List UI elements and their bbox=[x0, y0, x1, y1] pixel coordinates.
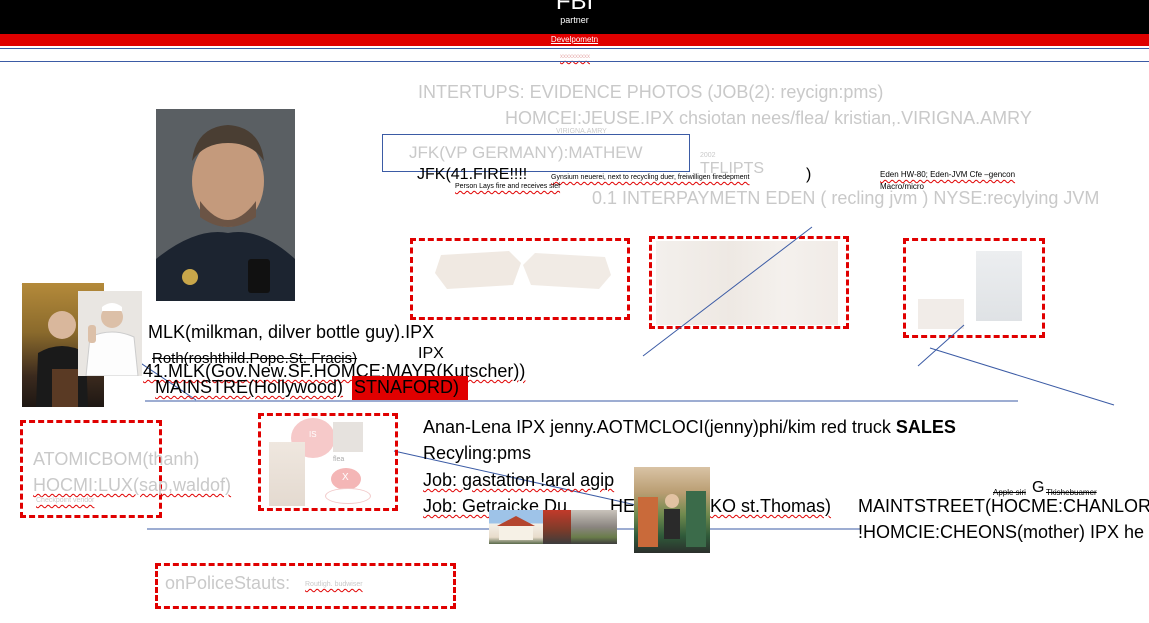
eden-note-1: Eden HW-80; Eden-JVM Cfe –gencon bbox=[880, 170, 1016, 179]
atomic-line-2-text: HOCMI:LUX(sap,waldof) bbox=[33, 475, 232, 495]
jfk-fire-text: JFK(41.FIRE!!!! bbox=[417, 166, 528, 183]
mainstreet-line: MAINTSTREET(HOCME:CHANLOR bbox=[858, 496, 1149, 516]
pope-photo bbox=[78, 291, 142, 376]
atomic-line-1: ATOMICBOM(thanh) bbox=[33, 449, 199, 470]
interpayment-line: 0.1 INTERPAYMETN EDEN ( recling jvm ) NY… bbox=[592, 188, 1100, 208]
store-photo-2 bbox=[543, 510, 571, 544]
red-circle-x bbox=[331, 468, 361, 490]
red-banner bbox=[0, 34, 1149, 46]
anan-line-1: Anan-Lena IPX jenny.AOTMCLOCI(jenny)phi/… bbox=[423, 417, 956, 438]
tiny-under-banner: xxxxxxxxxx bbox=[560, 54, 590, 60]
jfk-label-box[interactable]: JFK(VP GERMANY):MATHEW bbox=[382, 134, 690, 172]
evidence-box-people[interactable] bbox=[903, 238, 1045, 338]
police-label: onPoliceStauts: bbox=[165, 573, 291, 593]
top-rule bbox=[0, 61, 1149, 62]
white-ellipse bbox=[325, 488, 371, 504]
mlk-line-1-text: MLK(milkman, dilver bottle guy).IPX bbox=[148, 322, 435, 342]
mlk-line-3: MAINSTRE(Hollywood) bbox=[155, 377, 344, 397]
evidence-box-chocolate[interactable] bbox=[410, 238, 630, 320]
anan-line-4c: KO st.Thomas) bbox=[710, 496, 832, 516]
g-letter: G bbox=[1032, 479, 1045, 496]
stanford-text: STNAFORD) bbox=[354, 377, 459, 397]
evidence-box-center[interactable]: IS flea X bbox=[258, 413, 398, 511]
header-rule bbox=[0, 48, 1149, 49]
atomic-tiny: Checkpoint vendor bbox=[36, 497, 95, 504]
evidence-heading: INTERTUPS: EVIDENCE PHOTOS (JOB(2): reyc… bbox=[418, 82, 884, 102]
circle-a-label: IS bbox=[309, 430, 317, 439]
evidence-box-police[interactable] bbox=[155, 563, 456, 609]
small-photo-c bbox=[333, 422, 363, 452]
jfk-note-2: Person Lays fire and receives slef bbox=[455, 183, 561, 190]
eden-note-2: Macro/micro bbox=[880, 182, 925, 191]
anan-line-3-text: Job: gastation !aral agip bbox=[423, 470, 615, 490]
roth-line: Roth(roshthild.Pope.St. Fracis) bbox=[152, 350, 358, 367]
atomic-line-1-text: ATOMICBOM(thanh) bbox=[33, 449, 200, 469]
header-subtitle: partner bbox=[560, 15, 589, 25]
homcie-line: !HOMCIE:CHEONS(mother) IPX he bbox=[858, 522, 1145, 542]
mlk-ipx: IPX bbox=[418, 345, 444, 362]
header-bar: FBI partner bbox=[0, 0, 1149, 34]
kische-text: Tkishebuamer bbox=[1046, 488, 1097, 497]
chocolate-bar-image bbox=[435, 251, 611, 289]
police-tiny: Routligh. budwiser bbox=[305, 581, 363, 588]
shop-interior-photo bbox=[634, 467, 710, 553]
flea-label: flea bbox=[333, 456, 345, 463]
small-photo-a bbox=[918, 299, 964, 329]
sales-label: SALES bbox=[895, 417, 956, 437]
header-title: FBI bbox=[555, 0, 594, 15]
anan-line-3: Job: gastation !aral agip bbox=[423, 470, 614, 491]
mlk-line-1: MLK(milkman, dilver bottle guy).IPX bbox=[148, 322, 434, 343]
policeman-photo bbox=[156, 109, 295, 301]
homcei-line: HOMCEI:JEUSE.IPX chsiotan nees/flea/ kri… bbox=[505, 108, 1032, 128]
apple-siri: Apple siri bbox=[993, 488, 1026, 497]
crowd-photo bbox=[656, 241, 838, 325]
tiny-2002: 2002 bbox=[700, 152, 716, 159]
anan-line-2: Recyling:pms bbox=[423, 443, 532, 463]
evidence-box-crowd[interactable] bbox=[649, 236, 849, 329]
store-photo-3 bbox=[571, 510, 617, 544]
tiny-virigna: VIRIGNA.AMRY bbox=[556, 128, 607, 135]
jfk-close-paren: ) bbox=[806, 166, 812, 183]
jfk-box-text: JFK(VP GERMANY):MATHEW bbox=[409, 143, 643, 162]
x-label: X bbox=[342, 472, 349, 483]
tflipts-text: TFLIPTS bbox=[700, 160, 765, 177]
jfk-note-1: Gynsium neuerei, next to recycling duer,… bbox=[551, 174, 750, 181]
small-photo-b bbox=[976, 251, 1022, 321]
banner-label[interactable]: Develpometn bbox=[550, 35, 599, 44]
store-photo-1 bbox=[489, 510, 543, 544]
anan-line-1-text: Anan-Lena IPX jenny.AOTMCLOCI(jenny)phi/… bbox=[423, 417, 891, 437]
woman-photo bbox=[269, 442, 305, 506]
evidence-box-atomic[interactable] bbox=[20, 420, 162, 518]
atomic-line-2: HOCMI:LUX(sap,waldof) bbox=[33, 475, 231, 496]
stanford-highlight: STNAFORD) bbox=[352, 376, 468, 400]
